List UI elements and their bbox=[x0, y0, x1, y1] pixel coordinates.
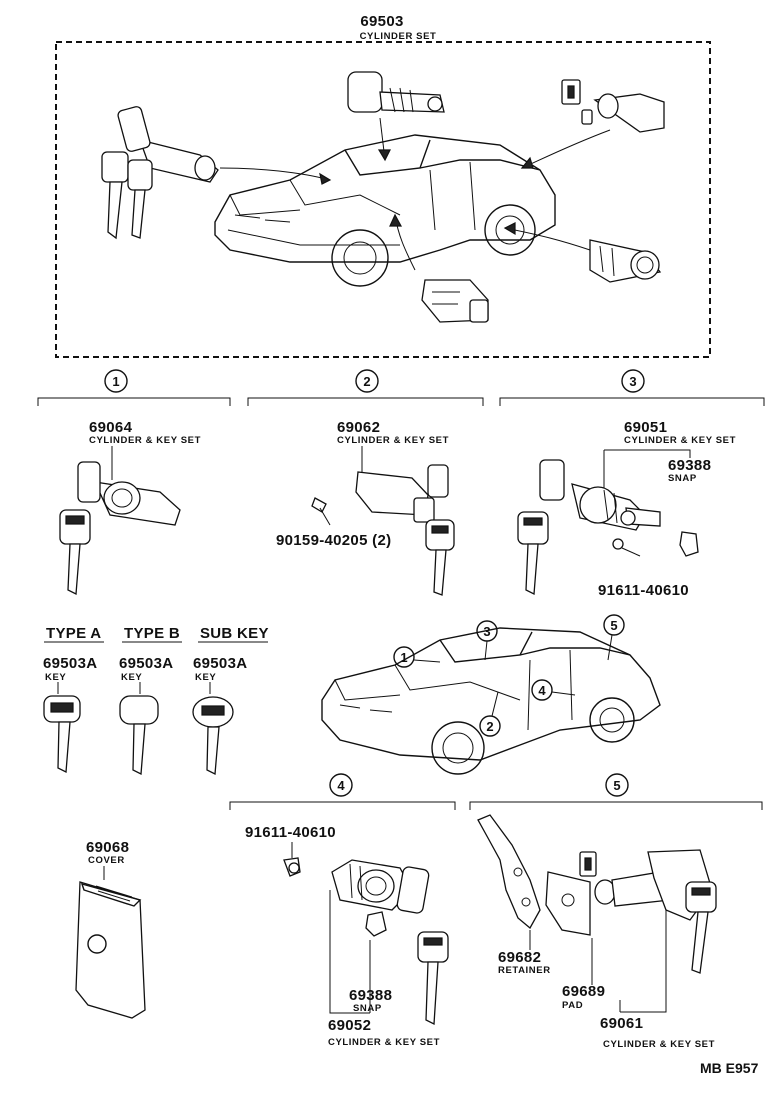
leader-line bbox=[603, 449, 691, 488]
svg-text:1: 1 bbox=[112, 374, 119, 389]
middle-car-illustration bbox=[321, 627, 661, 775]
section5-trunk-cylinder-illustration bbox=[579, 849, 717, 974]
arrow-door-right bbox=[504, 227, 591, 251]
key-part-number: 69503A bbox=[119, 655, 173, 672]
door-cylinder-top-illustration bbox=[347, 71, 445, 113]
svg-text:3: 3 bbox=[629, 374, 636, 389]
arrow-head bbox=[503, 222, 516, 236]
door-cylinder-key-set-illustration bbox=[517, 459, 661, 596]
section-marker-2: 2 bbox=[355, 369, 379, 393]
screw-illustration bbox=[283, 857, 301, 877]
section-marker-5: 5 bbox=[605, 773, 629, 797]
section2-screw-part-number: 90159-40205 (2) bbox=[276, 532, 391, 549]
leader-line bbox=[619, 910, 667, 1013]
key-part-number: 69503A bbox=[193, 655, 247, 672]
screw-illustration bbox=[612, 538, 641, 557]
snap-clip-illustration bbox=[679, 531, 699, 557]
key-desc: KEY bbox=[195, 672, 216, 683]
section5-pad-desc: PAD bbox=[562, 1000, 583, 1011]
section3-part-desc: CYLINDER & KEY SET bbox=[624, 435, 736, 446]
top-car-illustration bbox=[214, 134, 556, 287]
trunk-cylinder-illustration bbox=[561, 79, 665, 133]
section-bracket-1 bbox=[37, 397, 231, 406]
section4-snap-desc: SNAP bbox=[353, 1003, 382, 1014]
arrow-head bbox=[319, 172, 332, 185]
car-marker-2: 2 bbox=[479, 691, 501, 737]
svg-text:3: 3 bbox=[483, 624, 490, 639]
section-bracket-3 bbox=[499, 397, 765, 406]
section3-part-number: 69051 bbox=[624, 419, 667, 436]
key-type-label: TYPE A bbox=[46, 625, 101, 642]
car-marker-5: 5 bbox=[603, 614, 625, 661]
key-type-label: TYPE B bbox=[124, 625, 180, 642]
svg-text:2: 2 bbox=[486, 719, 493, 734]
section-marker-3: 3 bbox=[621, 369, 645, 393]
section4-part-desc: CYLINDER & KEY SET bbox=[328, 1037, 440, 1048]
retainer-illustration bbox=[477, 814, 541, 930]
section3-screw-part-number: 91611-40610 bbox=[598, 582, 689, 599]
door-cylinder-right-illustration bbox=[589, 239, 662, 283]
section1-part-number: 69064 bbox=[89, 419, 133, 436]
car-marker-1: 1 bbox=[393, 646, 441, 668]
screw-illustration bbox=[311, 497, 331, 526]
ignition-cylinder-illustration bbox=[101, 106, 219, 240]
section5-retainer-part-number: 69682 bbox=[498, 949, 541, 966]
section5-pad-part-number: 69689 bbox=[562, 983, 605, 1000]
key-type-label: SUB KEY bbox=[200, 625, 269, 642]
car-marker-4: 4 bbox=[531, 679, 576, 701]
section-marker-4: 4 bbox=[329, 773, 353, 797]
section-marker-1: 1 bbox=[104, 369, 128, 393]
diagram-code: MB E957 bbox=[700, 1060, 759, 1076]
svg-text:1: 1 bbox=[400, 650, 407, 665]
section4-part-number: 69052 bbox=[328, 1017, 371, 1034]
glovebox-cylinder-key-set-illustration bbox=[355, 464, 455, 596]
arrow-head bbox=[520, 156, 534, 169]
key-part-number: 69503A bbox=[43, 655, 97, 672]
section1-part-desc: CYLINDER & KEY SET bbox=[89, 435, 201, 446]
key-sub: SUB KEY 69503A KEY bbox=[192, 625, 269, 776]
section2-part-number: 69062 bbox=[337, 419, 380, 436]
key-type-a: TYPE A 69503A KEY bbox=[43, 625, 104, 774]
pad-illustration bbox=[545, 871, 591, 936]
section2-part-desc: CYLINDER & KEY SET bbox=[337, 435, 449, 446]
section5-part-desc: CYLINDER & KEY SET bbox=[603, 1039, 715, 1050]
car-marker-3: 3 bbox=[476, 620, 498, 661]
cover-part-number: 69068 bbox=[86, 839, 129, 856]
section-bracket-2 bbox=[247, 397, 484, 406]
top-part-desc: CYLINDER SET bbox=[360, 31, 437, 42]
section4-snap-illustration bbox=[365, 911, 387, 937]
top-part-number: 69503 bbox=[360, 13, 403, 30]
arrow-head bbox=[389, 213, 403, 227]
section-bracket-5 bbox=[469, 801, 763, 810]
glovebox-cylinder-illustration bbox=[421, 279, 489, 323]
section-bracket-4 bbox=[229, 801, 456, 810]
svg-text:2: 2 bbox=[363, 374, 370, 389]
arrow-trunk bbox=[521, 129, 611, 169]
section4-screw-part-number: 91611-40610 bbox=[245, 824, 336, 841]
svg-text:4: 4 bbox=[337, 778, 345, 793]
svg-text:5: 5 bbox=[613, 778, 620, 793]
section3-snap-part-number: 69388 bbox=[668, 457, 711, 474]
cylinder-set-box bbox=[55, 41, 711, 358]
section5-retainer-desc: RETAINER bbox=[498, 965, 551, 976]
key-type-b: TYPE B 69503A KEY bbox=[119, 625, 182, 776]
svg-text:4: 4 bbox=[538, 683, 546, 698]
leader-line bbox=[329, 890, 371, 1014]
arrow-ignition bbox=[219, 167, 331, 181]
key-cover-illustration bbox=[75, 881, 146, 1019]
ignition-cylinder-key-set-illustration bbox=[59, 461, 181, 596]
arrow-head bbox=[377, 149, 391, 162]
section4-snap-part-number: 69388 bbox=[349, 987, 392, 1004]
section5-part-number: 69061 bbox=[600, 1015, 643, 1032]
cover-desc: COVER bbox=[88, 855, 125, 866]
section3-snap-desc: SNAP bbox=[668, 473, 697, 484]
key-desc: KEY bbox=[121, 672, 142, 683]
section4-door-cylinder-illustration bbox=[331, 859, 449, 1026]
key-desc: KEY bbox=[45, 672, 66, 683]
svg-text:5: 5 bbox=[610, 618, 617, 633]
